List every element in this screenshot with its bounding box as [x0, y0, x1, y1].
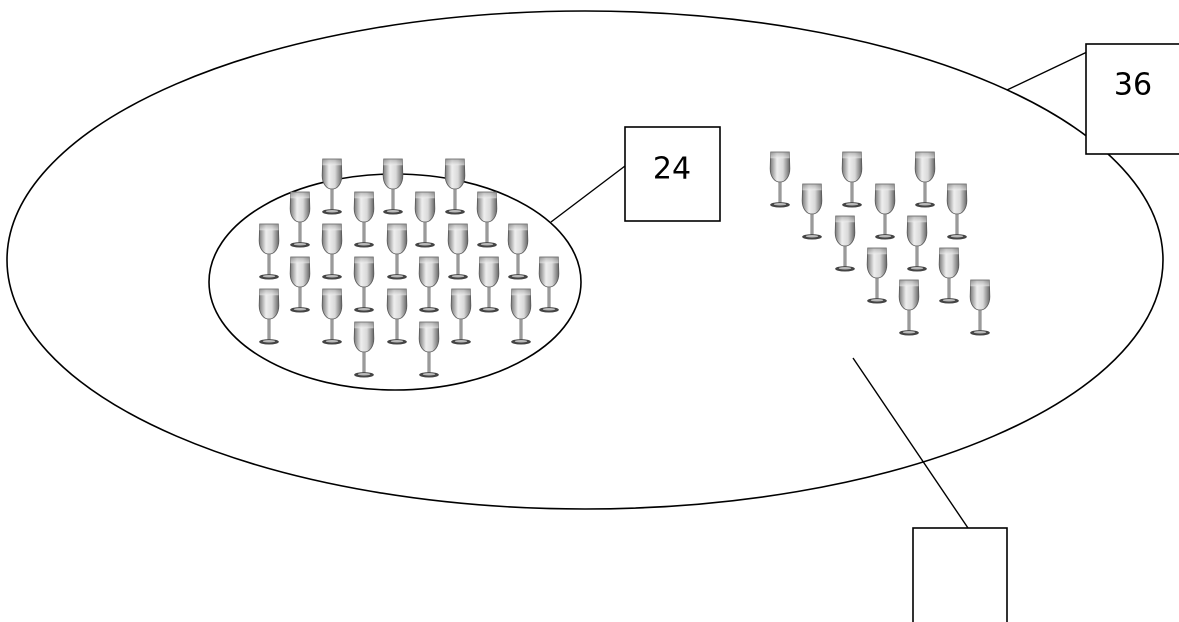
wine-glass-icon	[538, 256, 560, 314]
outer-set-label: 36	[1114, 68, 1152, 103]
wine-glass-icon	[418, 256, 440, 314]
remaining-group-glasses	[769, 151, 991, 337]
wine-glass-icon	[321, 288, 343, 346]
wine-glass-icon	[834, 215, 856, 273]
wine-glass-icon	[321, 223, 343, 281]
wine-glass-icon	[510, 288, 532, 346]
wine-glass-icon	[841, 151, 863, 209]
wine-glass-icon	[258, 288, 280, 346]
wine-glass-icon	[874, 183, 896, 241]
wine-glass-icon	[898, 279, 920, 337]
wine-glass-icon	[353, 321, 375, 379]
wine-glass-icon	[444, 158, 466, 216]
wine-glass-icon	[321, 158, 343, 216]
wine-glass-icon	[969, 279, 991, 337]
wine-glass-icon	[353, 191, 375, 249]
inner-set-label: 24	[653, 152, 691, 187]
wine-glass-icon	[353, 256, 375, 314]
wine-glass-icon	[386, 223, 408, 281]
wine-glass-icon	[866, 247, 888, 305]
wine-glass-icon	[450, 288, 472, 346]
wine-glass-icon	[418, 321, 440, 379]
outer-set-ellipse	[6, 10, 1164, 510]
inner-label-connector	[550, 165, 626, 223]
wine-glass-icon	[386, 288, 408, 346]
remaining-group-label-box	[912, 527, 1008, 622]
wine-glass-icon	[478, 256, 500, 314]
wine-glass-icon	[447, 223, 469, 281]
inner-set-glasses	[258, 158, 560, 379]
wine-glass-icon	[906, 215, 928, 273]
wine-glass-icon	[507, 223, 529, 281]
inner-set-ellipse	[208, 173, 582, 391]
wine-glass-icon	[769, 151, 791, 209]
inner-set-label-box: 24	[624, 126, 721, 222]
wine-glass-icon	[938, 247, 960, 305]
remaining-label-connector	[852, 357, 969, 529]
outer-set-label-box: 36	[1085, 43, 1179, 155]
wine-glass-icon	[382, 158, 404, 216]
wine-glass-icon	[289, 191, 311, 249]
outer-label-connector	[1006, 51, 1088, 91]
wine-glass-icon	[946, 183, 968, 241]
wine-glass-icon	[801, 183, 823, 241]
wine-glass-icon	[258, 223, 280, 281]
wine-glass-icon	[414, 191, 436, 249]
wine-glass-icon	[476, 191, 498, 249]
wine-glass-icon	[289, 256, 311, 314]
wine-glass-icon	[914, 151, 936, 209]
